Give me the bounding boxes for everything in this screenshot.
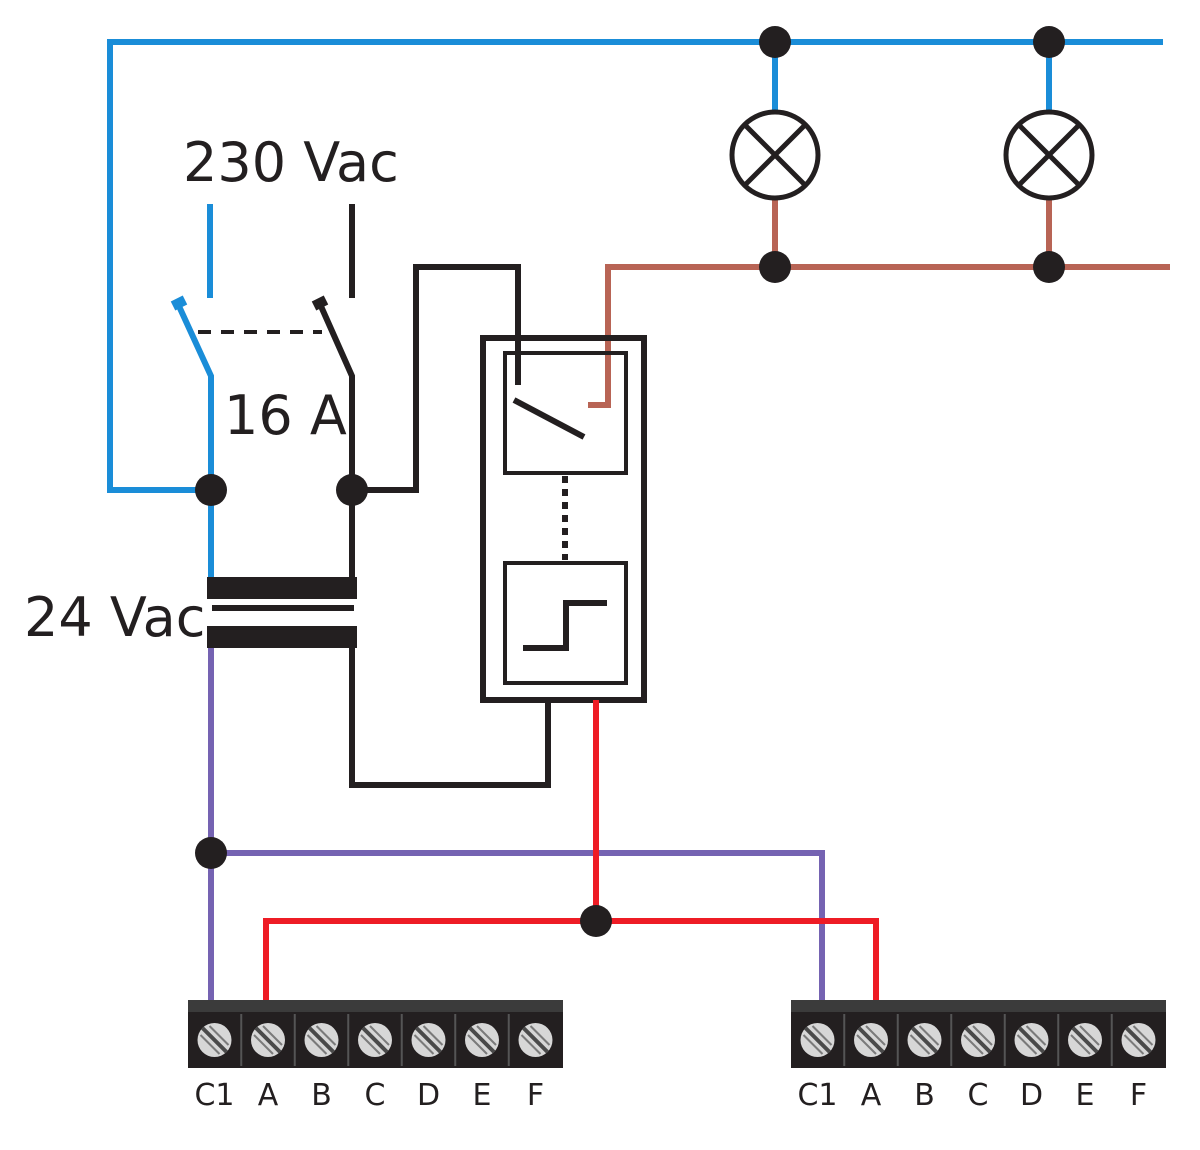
- junction-dot: [759, 26, 791, 58]
- terminal-label: E: [1076, 1078, 1095, 1113]
- terminal-block-rail: [188, 1000, 563, 1012]
- terminal-screw-icon[interactable]: [518, 1023, 553, 1057]
- terminal-screw-icon[interactable]: [961, 1023, 995, 1057]
- relay-housing: [480, 335, 647, 703]
- terminal-label: B: [914, 1078, 935, 1113]
- terminal-screw-icon[interactable]: [197, 1023, 232, 1057]
- relay-coil-box: [503, 561, 628, 685]
- junction-dots: [195, 26, 1065, 937]
- terminal-screw-icon[interactable]: [800, 1023, 835, 1057]
- terminal-label: F: [1130, 1078, 1147, 1113]
- transformer-voltage-label: 24 Vac: [24, 586, 205, 649]
- relay-contact-arm: [512, 397, 586, 440]
- terminal-screw-icon[interactable]: [358, 1023, 392, 1057]
- junction-dot: [195, 837, 227, 869]
- switched-wiring: [588, 198, 1170, 408]
- lamp-1-icon: [729, 109, 821, 201]
- switched-live-bus: [588, 264, 1170, 408]
- terminal-label: B: [311, 1078, 332, 1113]
- terminal-screw-icon[interactable]: [465, 1023, 499, 1057]
- relay-contact-box: [503, 351, 628, 475]
- terminal-label: C1: [797, 1078, 837, 1113]
- terminal-block-rail: [791, 1000, 1166, 1012]
- junction-dot: [1033, 251, 1065, 283]
- terminal-screw-icon[interactable]: [907, 1023, 942, 1057]
- terminal-screw-icon[interactable]: [411, 1023, 446, 1057]
- terminal-screw-icon[interactable]: [304, 1023, 339, 1057]
- neutral-wiring: [107, 39, 1163, 577]
- common-wiring: [208, 648, 825, 1000]
- terminal-screw-icon[interactable]: [1014, 1023, 1049, 1057]
- terminal-screw-icon[interactable]: [1068, 1023, 1102, 1057]
- transformer-secondary-to-relay: [349, 648, 551, 788]
- terminal-label: C1: [194, 1078, 234, 1113]
- neutral-top-bus: [107, 39, 1163, 493]
- live-wiring: [317, 204, 551, 788]
- terminal-label: D: [417, 1078, 440, 1113]
- transformer-icon: [207, 577, 357, 648]
- live-to-relay: [352, 264, 521, 493]
- breaker-blue-contact-tip: [170, 295, 188, 311]
- terminal-label: F: [527, 1078, 544, 1113]
- signal-wiring: [263, 700, 879, 1000]
- terminal-label: E: [473, 1078, 492, 1113]
- terminal-label: D: [1020, 1078, 1043, 1113]
- terminal-label: C: [365, 1078, 386, 1113]
- relay-step-symbol: [523, 600, 607, 651]
- breaker-black-contact-tip: [311, 295, 329, 311]
- terminal-label: A: [861, 1078, 882, 1113]
- junction-dot: [759, 251, 791, 283]
- breaker-rating-label: 16 A: [224, 384, 347, 447]
- terminal-label: C: [968, 1078, 989, 1113]
- junction-dot: [580, 905, 612, 937]
- lamp-2-icon: [1003, 109, 1095, 201]
- live-breaker-pole: [317, 302, 355, 577]
- neutral-breaker-pole: [175, 302, 214, 577]
- mains-voltage-label: 230 Vac: [183, 131, 399, 194]
- terminal-screw-icon[interactable]: [251, 1023, 285, 1057]
- junction-dot: [336, 474, 368, 506]
- terminal-screw-icon[interactable]: [1121, 1023, 1156, 1057]
- relay-module: [480, 335, 647, 703]
- terminal-screw-icon[interactable]: [854, 1023, 888, 1057]
- terminal-label: A: [258, 1078, 279, 1113]
- junction-dot: [1033, 26, 1065, 58]
- junction-dot: [195, 474, 227, 506]
